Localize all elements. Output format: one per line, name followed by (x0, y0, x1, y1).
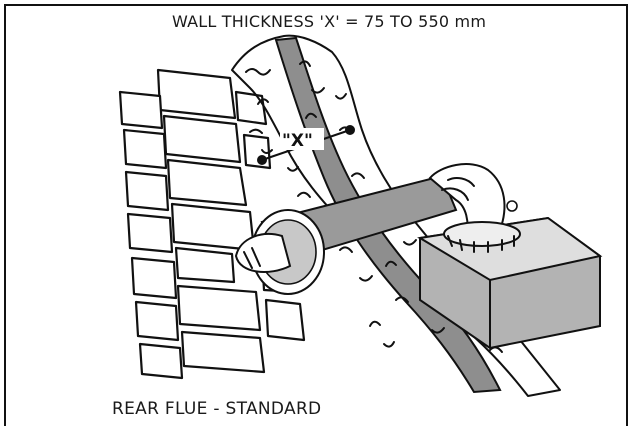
wall-thickness-title: WALL THICKNESS 'X' = 75 TO 550 mm (172, 12, 487, 31)
elbow-flange (443, 221, 521, 247)
wall-cavity-core (274, 36, 502, 394)
figure-caption: REAR FLUE - STANDARD (112, 399, 322, 419)
figure-frame (4, 4, 628, 426)
dimension-x-label: "X" (282, 131, 313, 151)
flue-elbow (428, 163, 506, 240)
brick-wall (118, 68, 306, 380)
dimension-x: "X" (257, 125, 355, 165)
